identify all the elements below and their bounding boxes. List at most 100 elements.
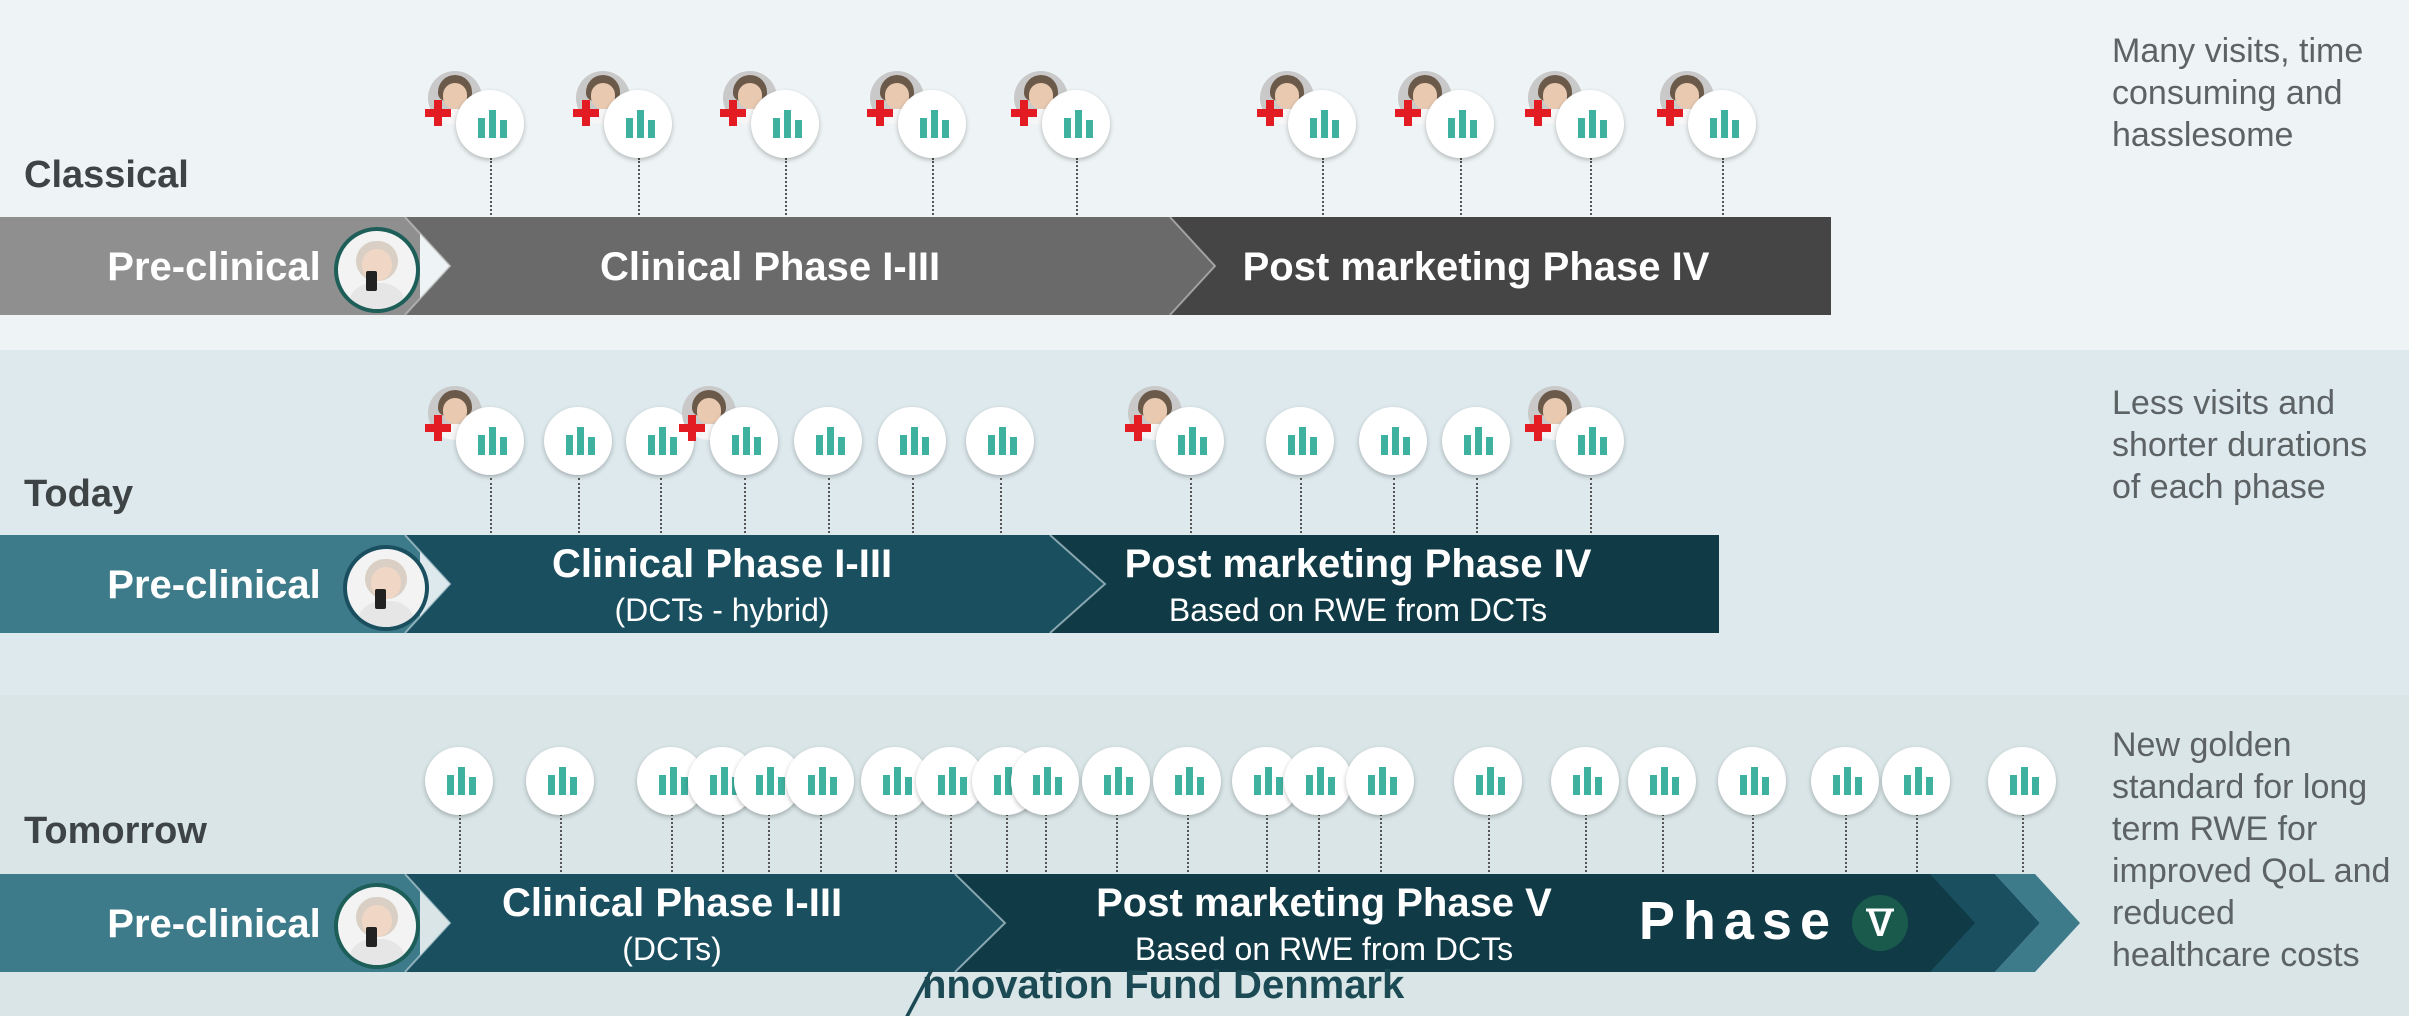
visit-connector — [1460, 158, 1462, 215]
bar-chart-icon — [1346, 747, 1414, 815]
row-label-tomorrow: Tomorrow — [24, 810, 207, 852]
phase-v-brand-text: Phase — [1639, 891, 1838, 951]
red-cross-icon — [679, 415, 705, 441]
visit-connector — [1845, 814, 1847, 872]
bar-chart-icon — [544, 407, 612, 475]
tomorrow-clinical-sublabel: (DCTs) — [622, 931, 722, 967]
innovation-fund-logo: nnovation Fund Denmark — [922, 963, 1405, 1007]
visit-connector — [1488, 814, 1490, 872]
bar-chart-icon — [1551, 747, 1619, 815]
bar-chart-icon — [1288, 90, 1356, 158]
visit-connector — [1476, 478, 1478, 533]
bar-chart-icon — [794, 407, 862, 475]
bar-chart-icon — [1442, 407, 1510, 475]
visit-connector — [490, 158, 492, 215]
visit-connector — [1380, 814, 1382, 872]
visit-connector — [1585, 814, 1587, 872]
today-post-sublabel: Based on RWE from DCTs — [1169, 592, 1547, 628]
note-today: Less visits and shorter durations of eac… — [2112, 384, 2368, 506]
visit-connector — [1662, 814, 1664, 872]
visit-connector — [1266, 814, 1268, 872]
visit-connector — [722, 814, 724, 872]
bar-chart-icon — [861, 747, 929, 815]
visit-connector — [1076, 158, 1078, 215]
tomorrow-preclinical-label: Pre-clinical — [107, 902, 320, 946]
today-clinical-sublabel: (DCTs - hybrid) — [614, 592, 829, 628]
bar-chart-icon — [456, 407, 524, 475]
visit-connector — [459, 814, 461, 872]
red-cross-icon — [1657, 100, 1683, 126]
visit-connector — [1393, 478, 1395, 533]
red-cross-icon — [867, 100, 893, 126]
bar-chart-icon — [1284, 747, 1352, 815]
visit-connector — [1590, 478, 1592, 533]
classical-phase-bar: Pre-clinical Clinical Phase I-III Post m… — [0, 217, 1831, 316]
tomorrow-clinical-label: Clinical Phase I-III — [502, 881, 842, 925]
red-cross-icon — [1125, 415, 1151, 441]
bar-chart-icon — [604, 90, 672, 158]
visit-connector — [820, 814, 822, 872]
visit-connector — [912, 478, 914, 533]
bar-chart-icon — [734, 747, 802, 815]
tomorrow-post-sublabel: Based on RWE from DCTs — [1135, 931, 1513, 967]
visit-connector — [1006, 814, 1008, 872]
bar-chart-icon — [1688, 90, 1756, 158]
bar-chart-icon — [1359, 407, 1427, 475]
red-cross-icon — [573, 100, 599, 126]
bar-chart-icon — [1082, 747, 1150, 815]
visit-connector — [950, 814, 952, 872]
bar-chart-icon — [1153, 747, 1221, 815]
bar-chart-icon — [1266, 407, 1334, 475]
visit-connector — [490, 478, 492, 533]
classical-post-label: Post marketing Phase IV — [1243, 245, 1710, 289]
visit-connector — [638, 158, 640, 215]
visit-connector — [895, 814, 897, 872]
today-band — [0, 350, 2409, 695]
visit-connector — [785, 158, 787, 215]
bar-chart-icon — [751, 90, 819, 158]
visit-connector — [1000, 478, 1002, 533]
bar-chart-icon — [1882, 747, 1950, 815]
red-cross-icon — [1257, 100, 1283, 126]
red-cross-icon — [1525, 415, 1551, 441]
visit-connector — [932, 158, 934, 215]
bar-chart-icon — [966, 407, 1034, 475]
note-tomorrow: New golden standard for long term RWE fo… — [2112, 726, 2391, 974]
row-label-classical: Classical — [24, 154, 189, 196]
today-post-label: Post marketing Phase IV — [1125, 542, 1592, 586]
red-cross-icon — [425, 100, 451, 126]
bar-chart-icon — [1718, 747, 1786, 815]
bar-chart-icon — [526, 747, 594, 815]
visit-connector — [671, 814, 673, 872]
visit-connector — [1187, 814, 1189, 872]
visit-connector — [1722, 158, 1724, 215]
red-cross-icon — [425, 415, 451, 441]
visit-connector — [560, 814, 562, 872]
bar-chart-icon — [786, 747, 854, 815]
visit-connector — [1300, 478, 1302, 533]
visit-connector — [1752, 814, 1754, 872]
patient-avatar-icon — [343, 545, 429, 631]
bar-chart-icon — [425, 747, 493, 815]
bar-chart-icon — [710, 407, 778, 475]
visit-connector — [1590, 158, 1592, 215]
visit-connector — [1116, 814, 1118, 872]
patient-avatar-icon — [334, 227, 420, 313]
visit-connector — [768, 814, 770, 872]
red-cross-icon — [720, 100, 746, 126]
bar-chart-icon — [1454, 747, 1522, 815]
red-cross-icon — [1525, 100, 1551, 126]
visit-connector — [1318, 814, 1320, 872]
red-cross-icon — [1011, 100, 1037, 126]
bar-chart-icon — [898, 90, 966, 158]
row-label-today: Today — [24, 473, 134, 515]
bar-chart-icon — [1556, 407, 1624, 475]
bar-chart-icon — [1988, 747, 2056, 815]
visit-connector — [2022, 814, 2024, 872]
classical-preclinical-label: Pre-clinical — [107, 245, 320, 289]
note-classical: Many visits, time consuming and hassleso… — [2112, 32, 2364, 154]
classical-clinical-label: Clinical Phase I-III — [600, 245, 940, 289]
visit-connector — [744, 478, 746, 533]
visit-connector — [578, 478, 580, 533]
bar-chart-icon — [456, 90, 524, 158]
